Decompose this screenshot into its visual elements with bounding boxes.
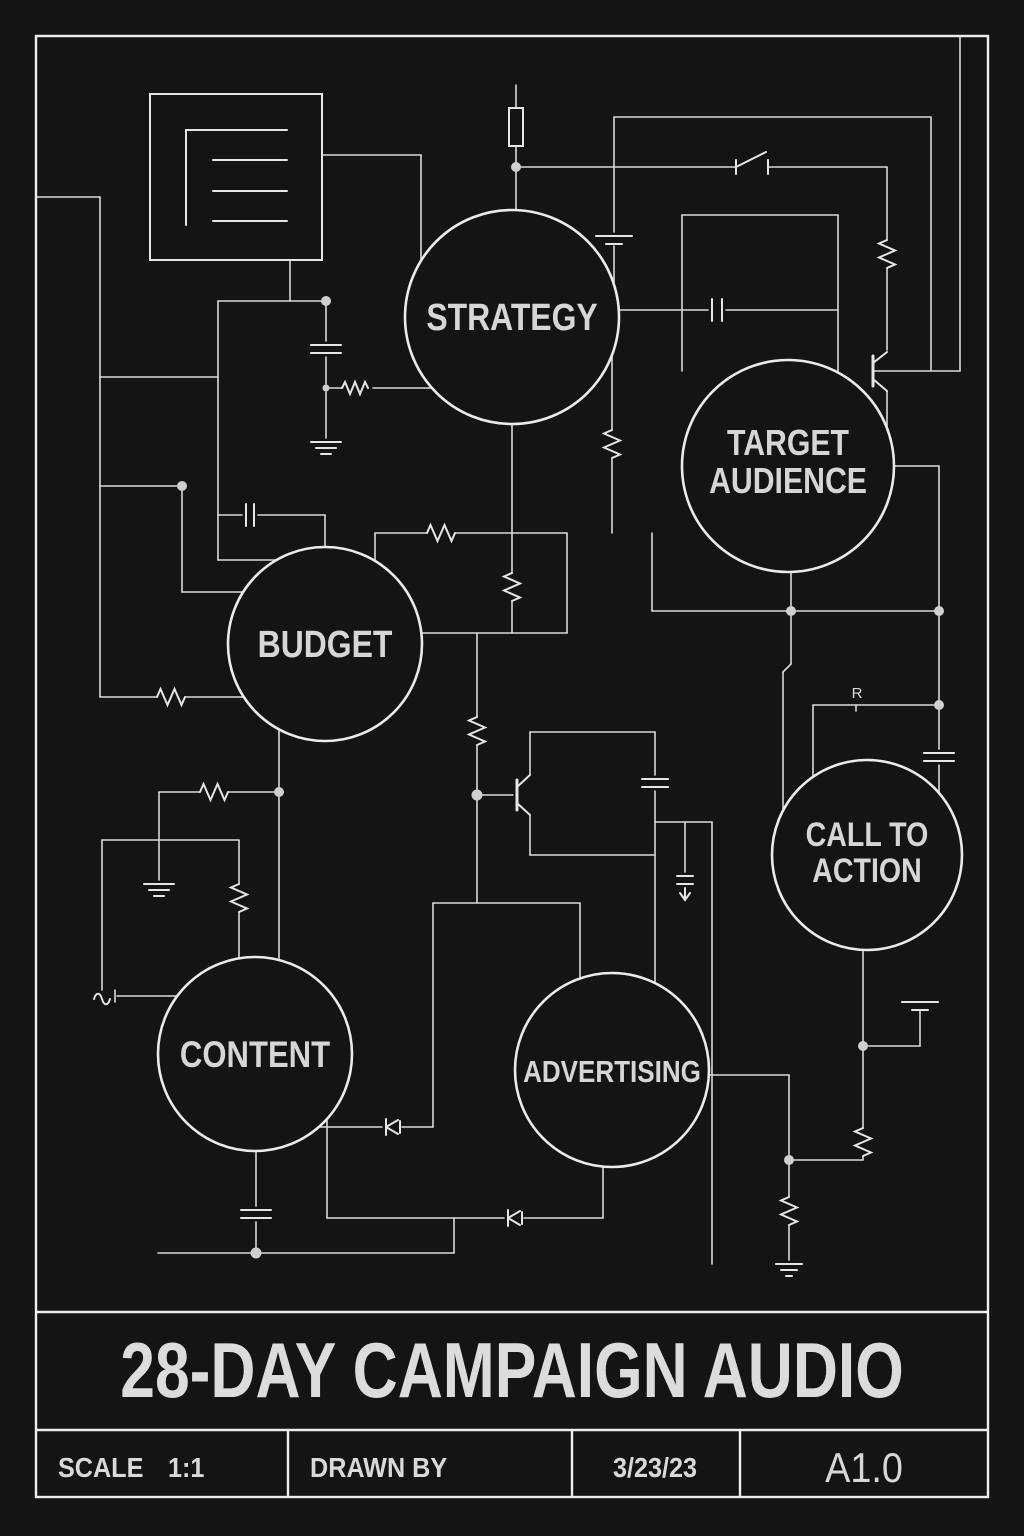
drawing-frame (34, 34, 990, 1499)
capacitor-icon (641, 778, 669, 788)
resistor-icon (508, 107, 524, 147)
transistor-icon (871, 351, 888, 392)
resistor-icon (876, 239, 898, 269)
capacitor-icon (240, 1209, 272, 1219)
document-icon (149, 93, 323, 261)
resistor-icon (228, 883, 250, 913)
capacitor-icon (923, 752, 955, 762)
transistor-icon (515, 774, 531, 816)
node-strategy: STRATEGY (403, 208, 621, 426)
node-advertising-label: ADVERTISING (523, 1055, 701, 1090)
node-target-audience-line2: AUDIENCE (709, 462, 867, 502)
diode-icon (507, 1209, 523, 1227)
scale-value: 1:1 (168, 1452, 205, 1484)
node-budget-label: BUDGET (258, 623, 393, 665)
resistor-icon (156, 686, 186, 708)
drawn-by-label: DRAWN BY (310, 1452, 447, 1484)
node-advertising: ADVERTISING (513, 971, 711, 1169)
ground-icon (143, 883, 175, 897)
node-budget: BUDGET (226, 545, 424, 743)
node-target-audience-line1: TARGET (727, 424, 849, 464)
circuit-symbols (93, 107, 955, 1277)
sheet-number: A1.0 (825, 1445, 903, 1491)
resistor-icon (501, 572, 523, 602)
node-call-to-action-line1: CALL TO (806, 816, 929, 854)
diode-icon (385, 1118, 401, 1136)
date-value: 3/23/23 (613, 1452, 697, 1484)
source-squiggle-icon (93, 992, 111, 1006)
resistor-icon (341, 379, 369, 397)
resistor-icon (199, 781, 229, 803)
node-content-label: CONTENT (180, 1035, 330, 1076)
node-call-to-action-line2: ACTION (812, 852, 921, 890)
ground-icon (310, 441, 342, 455)
junction-dots (177, 162, 944, 1259)
capacitor-icon (711, 298, 723, 322)
node-content: CONTENT (156, 955, 354, 1153)
ground-icon (775, 1263, 803, 1277)
component-ref-label: R (852, 685, 863, 702)
resistor-icon (778, 1196, 800, 1226)
resistor-icon (601, 429, 623, 459)
battery-icon (901, 1001, 939, 1011)
resistor-icon (852, 1127, 874, 1157)
battery-icon (595, 235, 633, 245)
switch-icon (735, 151, 769, 175)
scale-label: SCALE (58, 1452, 143, 1484)
poster-title: 28-DAY CAMPAIGN AUDIO (120, 1326, 904, 1413)
node-call-to-action: CALL TO ACTION (770, 758, 964, 952)
capacitor-icon (310, 344, 342, 354)
title-block: 28-DAY CAMPAIGN AUDIO SCALE 1:1 DRAWN BY… (58, 1326, 904, 1491)
resistor-icon (426, 522, 456, 544)
capacitor-icon (676, 875, 694, 902)
resistor-icon (466, 716, 488, 746)
node-target-audience: TARGET AUDIENCE (680, 358, 896, 574)
capacitor-icon (245, 503, 255, 527)
circuit-wires (35, 35, 961, 1265)
diagram-nodes: STRATEGY TARGET AUDIENCE BUDGET CALL TO … (156, 208, 964, 1169)
node-strategy-label: STRATEGY (426, 296, 597, 338)
